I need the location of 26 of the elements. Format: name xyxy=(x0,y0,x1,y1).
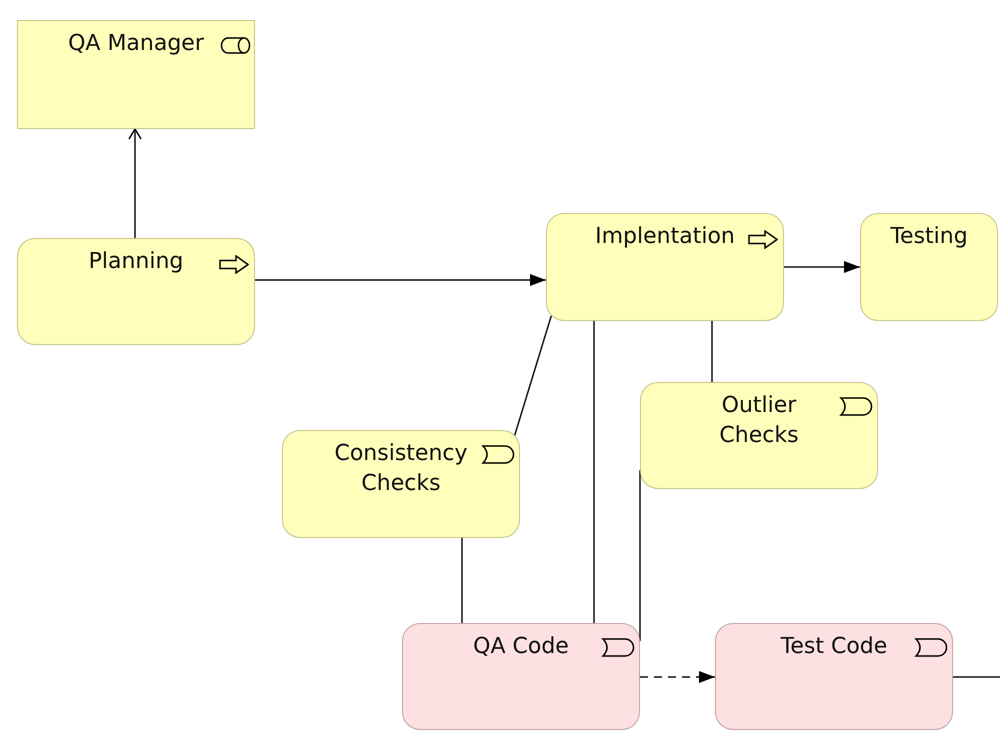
connector-line xyxy=(514,315,552,436)
role-box xyxy=(17,20,255,129)
node-label: QA Code xyxy=(472,633,570,661)
event-box xyxy=(402,623,640,730)
node-label: Outlier Checks xyxy=(718,392,800,450)
event-box xyxy=(715,623,953,730)
node-label: QA Manager xyxy=(67,30,205,58)
node-label: Planning xyxy=(88,248,184,276)
node-label: Consistency Checks xyxy=(333,440,469,498)
connector-line xyxy=(639,470,641,641)
process-box xyxy=(860,213,998,321)
event-box xyxy=(640,382,878,489)
node-label: Implentation xyxy=(594,223,736,251)
connector-line xyxy=(953,676,1000,678)
event-box xyxy=(282,430,520,538)
arrow xyxy=(784,261,860,273)
process-box xyxy=(546,213,784,321)
connector-line xyxy=(593,321,595,623)
connector-line xyxy=(711,321,713,382)
dashed-arrow xyxy=(640,671,715,683)
arrow xyxy=(255,274,546,286)
node-label: Test Code xyxy=(780,633,888,661)
arrow xyxy=(128,128,142,238)
node-label: Testing xyxy=(889,223,969,251)
connector-line xyxy=(461,538,463,623)
process-box xyxy=(17,238,255,345)
